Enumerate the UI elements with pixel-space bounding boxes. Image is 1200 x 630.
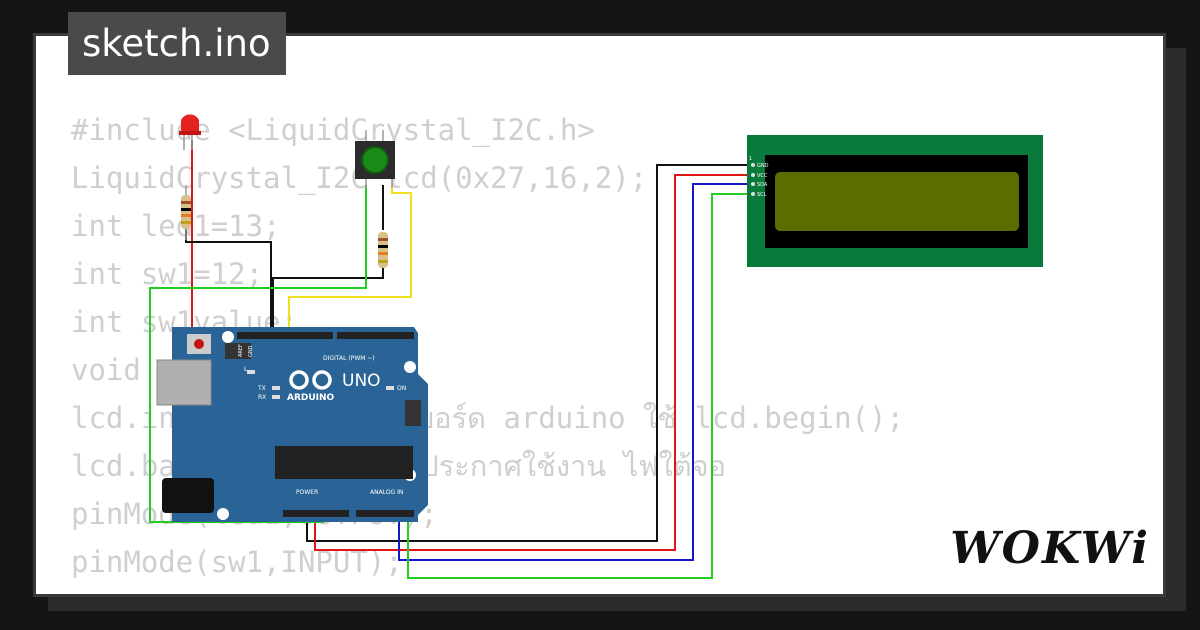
label-aref: AREF	[238, 344, 244, 357]
power-header	[283, 510, 349, 517]
analog-header	[356, 510, 414, 517]
led-component[interactable]	[179, 114, 201, 150]
led-red	[181, 114, 199, 132]
reset-button[interactable]	[194, 339, 204, 349]
board-model: UNO	[342, 371, 381, 391]
label-tx: TX	[257, 385, 266, 392]
wire-button-signal[interactable]	[288, 185, 412, 333]
board-brand: ARDUINO	[287, 393, 335, 403]
label-power: POWER	[296, 489, 318, 496]
label-on: ON	[397, 385, 406, 392]
frame-shadow-bottom	[48, 597, 1186, 611]
wokwi-logo: WOKWi	[950, 523, 1150, 574]
lcd-pin-vcc: VCC	[757, 173, 768, 179]
wire-lcd-gnd[interactable]	[306, 164, 747, 542]
wire-lcd-vcc[interactable]	[314, 174, 747, 551]
wire-led-anode[interactable]	[191, 140, 271, 334]
wire-led-gnd[interactable]	[185, 225, 272, 333]
label-rx: RX	[258, 394, 266, 401]
push-button[interactable]	[355, 130, 395, 188]
button-cap[interactable]	[361, 146, 389, 174]
code-line-2: LiquidCrystal_I2C lcd(0x27,16,2);	[71, 161, 648, 195]
wire-lcd-scl[interactable]	[407, 193, 747, 579]
digital-header-right	[337, 332, 414, 339]
code-line-3: int led1=13;	[71, 209, 281, 243]
wire-lcd-sda[interactable]	[398, 183, 747, 561]
label-digital: DIGITAL (PWM ~)	[323, 355, 375, 362]
lcd-pin-sda: SDA	[757, 182, 768, 188]
frame-shadow-right	[1166, 48, 1186, 600]
label-analog: ANALOG IN	[370, 489, 403, 496]
file-title-tab: sketch.ino	[68, 12, 286, 75]
code-background: #include <LiquidCrystal_I2C.h>LiquidCrys…	[71, 106, 904, 594]
button-resistor[interactable]	[378, 232, 388, 268]
power-jack	[162, 478, 214, 513]
lcd-pin1-label: 1	[749, 156, 752, 162]
usb-port	[156, 359, 212, 406]
lcd-pin-scl: SCL	[757, 192, 767, 198]
code-line-4: int sw1=12;	[71, 257, 264, 291]
code-line-11: Serial.begin(9600);	[71, 586, 904, 594]
lcd-pin-gnd: GND	[757, 163, 769, 169]
lcd-screen	[775, 172, 1019, 231]
led-resistor[interactable]	[181, 185, 191, 240]
atmega-chip	[275, 446, 413, 479]
arduino-uno-board[interactable]: L TX RX ON DIGITAL (PWM ~) POWER ANALOG …	[156, 327, 428, 522]
arduino-infinity-logo	[289, 370, 332, 390]
lcd-module[interactable]: 1 GND VCC SDA SCL	[747, 135, 1043, 267]
label-gnd: GND	[248, 345, 254, 357]
digital-header-left	[237, 332, 333, 339]
label-l: L	[244, 366, 248, 373]
wire-button-gnd[interactable]	[272, 265, 384, 333]
